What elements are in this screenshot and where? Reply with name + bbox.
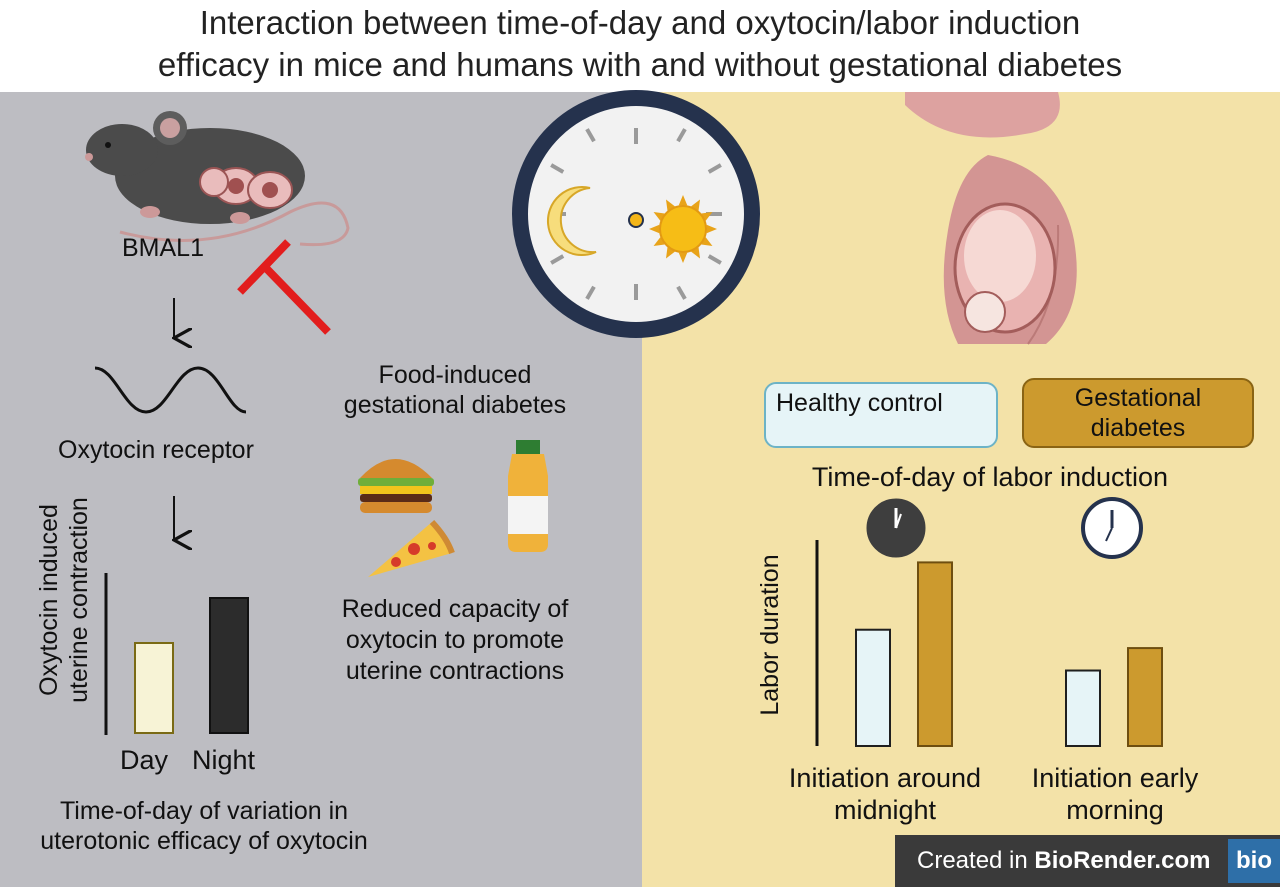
right-chart-y-axis-label: Labor duration	[756, 554, 784, 716]
effect-line-3: uterine contractions	[345, 657, 565, 685]
legend-healthy-label: Healthy control	[776, 389, 943, 417]
clock-tick	[707, 163, 722, 174]
bar-night-label: Night	[192, 745, 256, 775]
credit-prefix: Created in	[917, 847, 1035, 874]
left-chart-bars	[134, 597, 249, 734]
sun-ray	[649, 224, 660, 234]
sun-ray	[678, 195, 688, 206]
bar-morning-healthy	[1065, 669, 1101, 748]
night-clock-icon	[863, 495, 929, 561]
mouse-icon	[85, 111, 350, 247]
title-line-2: efficacy in mice and humans with and wit…	[157, 46, 1123, 83]
left-chart-y-axis-label: Oxytocin induced uterine contraction	[34, 480, 94, 720]
legend-gestational-diabetes: Gestational diabetes	[1022, 378, 1254, 448]
biorender-logo-icon: bio	[1228, 839, 1280, 883]
legend-gdm-line-1: Gestational	[1074, 384, 1202, 412]
sun-ray	[701, 237, 713, 246]
left-caption-line-1: Time-of-day of variation in	[59, 797, 349, 825]
burger-icon	[358, 459, 434, 513]
bar-day	[134, 642, 174, 734]
effect-line-2: oxytocin to promote	[345, 626, 565, 654]
clock-icon	[512, 90, 760, 338]
sun-ray	[666, 247, 675, 259]
diet-title-line-1: Food-induced	[378, 361, 532, 389]
group-midnight-line-2: midnight	[833, 795, 937, 825]
title-line-1: Interaction between time-of-day and oxyt…	[199, 4, 1081, 41]
left-y-axis-line-1: Oxytocin induced	[35, 504, 63, 696]
credit-brand: BioRender.com	[1034, 847, 1211, 874]
bar-midnight-diabetes	[917, 561, 953, 748]
group-morning-label: Initiation early morning	[1010, 762, 1220, 826]
bar-night	[209, 597, 249, 734]
sun-ray	[701, 212, 713, 221]
biorender-credit: Created in BioRender.com bio	[895, 835, 1280, 887]
sun-ray	[691, 199, 700, 211]
clock-tick	[585, 285, 596, 300]
clock-tick	[550, 163, 565, 174]
sun-ray	[653, 212, 665, 221]
sun-ray	[666, 199, 675, 211]
credit-text: Created in BioRender.com	[917, 847, 1210, 875]
sun-ray	[706, 224, 717, 234]
clock-tick	[676, 128, 687, 143]
clock-tick	[585, 128, 596, 143]
figure-title: Interaction between time-of-day and oxyt…	[0, 2, 1280, 86]
effect-text: Reduced capacity of oxytocin to promote …	[305, 594, 605, 687]
diet-title: Food-induced gestational diabetes	[305, 360, 605, 420]
bar-morning-diabetes	[1127, 647, 1163, 748]
effect-line-1: Reduced capacity of	[341, 595, 569, 623]
moon-icon	[546, 186, 597, 257]
bottle-icon	[508, 440, 548, 552]
bar-day-label: Day	[120, 745, 169, 775]
legend-healthy-control: Healthy control	[764, 382, 998, 448]
pizza-icon	[368, 519, 455, 577]
sun-ray	[653, 237, 665, 246]
clock-tick	[676, 285, 687, 300]
sun-ray	[691, 247, 700, 259]
oxytocin-receptor-label: Oxytocin receptor	[58, 436, 254, 464]
bmal1-label: BMAL1	[122, 234, 204, 262]
right-chart-title: Time-of-day of labor induction	[811, 462, 1169, 492]
inhibit-icon	[237, 239, 331, 335]
right-chart-bars	[855, 561, 1163, 748]
group-morning-line-2: morning	[1066, 795, 1164, 825]
left-y-axis-line-2: uterine contraction	[65, 497, 93, 703]
diet-title-line-2: gestational diabetes	[343, 391, 567, 419]
left-caption-line-2: uterotonic efficacy of oxytocin	[40, 827, 368, 855]
group-midnight-label: Initiation around midnight	[770, 762, 1000, 826]
group-midnight-line-1: Initiation around	[788, 763, 982, 793]
sun-ray	[678, 252, 688, 263]
left-caption: Time-of-day of variation in uterotonic e…	[14, 796, 394, 856]
sun-icon	[649, 195, 717, 263]
morning-clock-icon	[1081, 497, 1143, 559]
bar-midnight-healthy	[855, 628, 891, 747]
legend-gdm-line-2: diabetes	[1090, 414, 1186, 442]
clock-tick	[550, 254, 565, 265]
group-morning-line-1: Initiation early	[1031, 763, 1199, 793]
clock-tick	[707, 254, 722, 265]
pregnant-icon	[905, 92, 1077, 345]
wave-icon	[94, 366, 247, 414]
